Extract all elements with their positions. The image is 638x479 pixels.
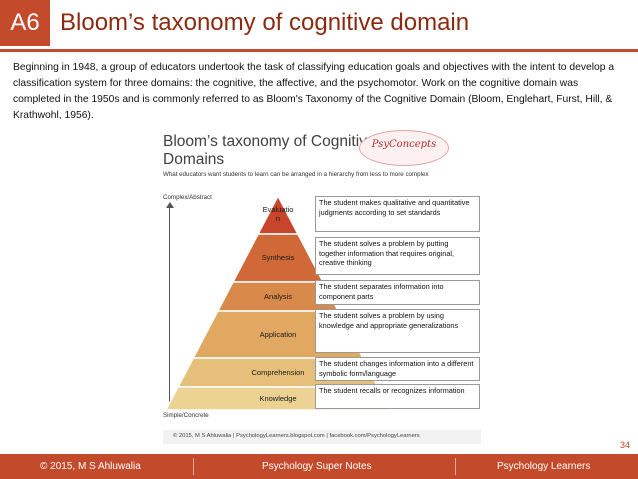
level-description: The student recalls or recognizes inform… [315,384,480,409]
figure-title-line1: Bloom’s taxonomy of Cognitive [163,133,376,150]
intro-paragraph: Beginning in 1948, a group of educators … [13,62,615,121]
level-label: Knowledge [259,393,297,403]
complexity-axis [169,206,170,408]
level-label: Evaluatio n [262,205,294,223]
footer-brand: Psychology Learners [497,461,591,472]
figure-subtitle: What educators want students to learn ca… [163,171,429,178]
slide-code: A6 [0,0,50,46]
footer-copyright: © 2015, M S Ahluwalia [40,461,141,472]
header-divider [0,49,638,52]
figure-credit: © 2015, M S Ahluwalia | PsychologyLearne… [173,433,420,439]
axis-arrow-icon [166,202,174,208]
slide-title: Bloom’s taxonomy of cognitive domain [60,9,470,36]
level-description: The student separates information into c… [315,280,480,305]
level-description: The student solves a problem by using kn… [315,309,480,353]
bloom-figure: Bloom’s taxonomy of Cognitive Domains Ps… [153,130,481,456]
level-description: The student makes qualitative and quanti… [315,196,480,232]
level-label: Synthesis [261,253,295,262]
level-description: The student solves a problem by putting … [315,237,480,275]
footer-divider [193,458,194,475]
psyconcepts-logo: PsyConcepts [359,130,449,166]
figure-title-line2: Domains [163,151,225,168]
level-label: Application [259,329,297,339]
axis-label-complex: Complex/Abstract [163,194,212,201]
slide-footer: © 2015, M S Ahluwalia Psychology Super N… [0,454,638,479]
footer-course: Psychology Super Notes [262,461,372,472]
logo-text: PsyConcepts [371,139,437,150]
level-description: The student changes information into a d… [315,357,480,381]
level-label: Comprehension [251,367,305,377]
level-label: Analysis [264,291,292,301]
credit-bar [163,430,481,444]
axis-label-simple: Simple/Concrete [163,412,209,419]
footer-divider [455,458,456,475]
slide-header: A6 Bloom’s taxonomy of cognitive domain [0,0,638,46]
page-number: 34 [619,440,630,450]
